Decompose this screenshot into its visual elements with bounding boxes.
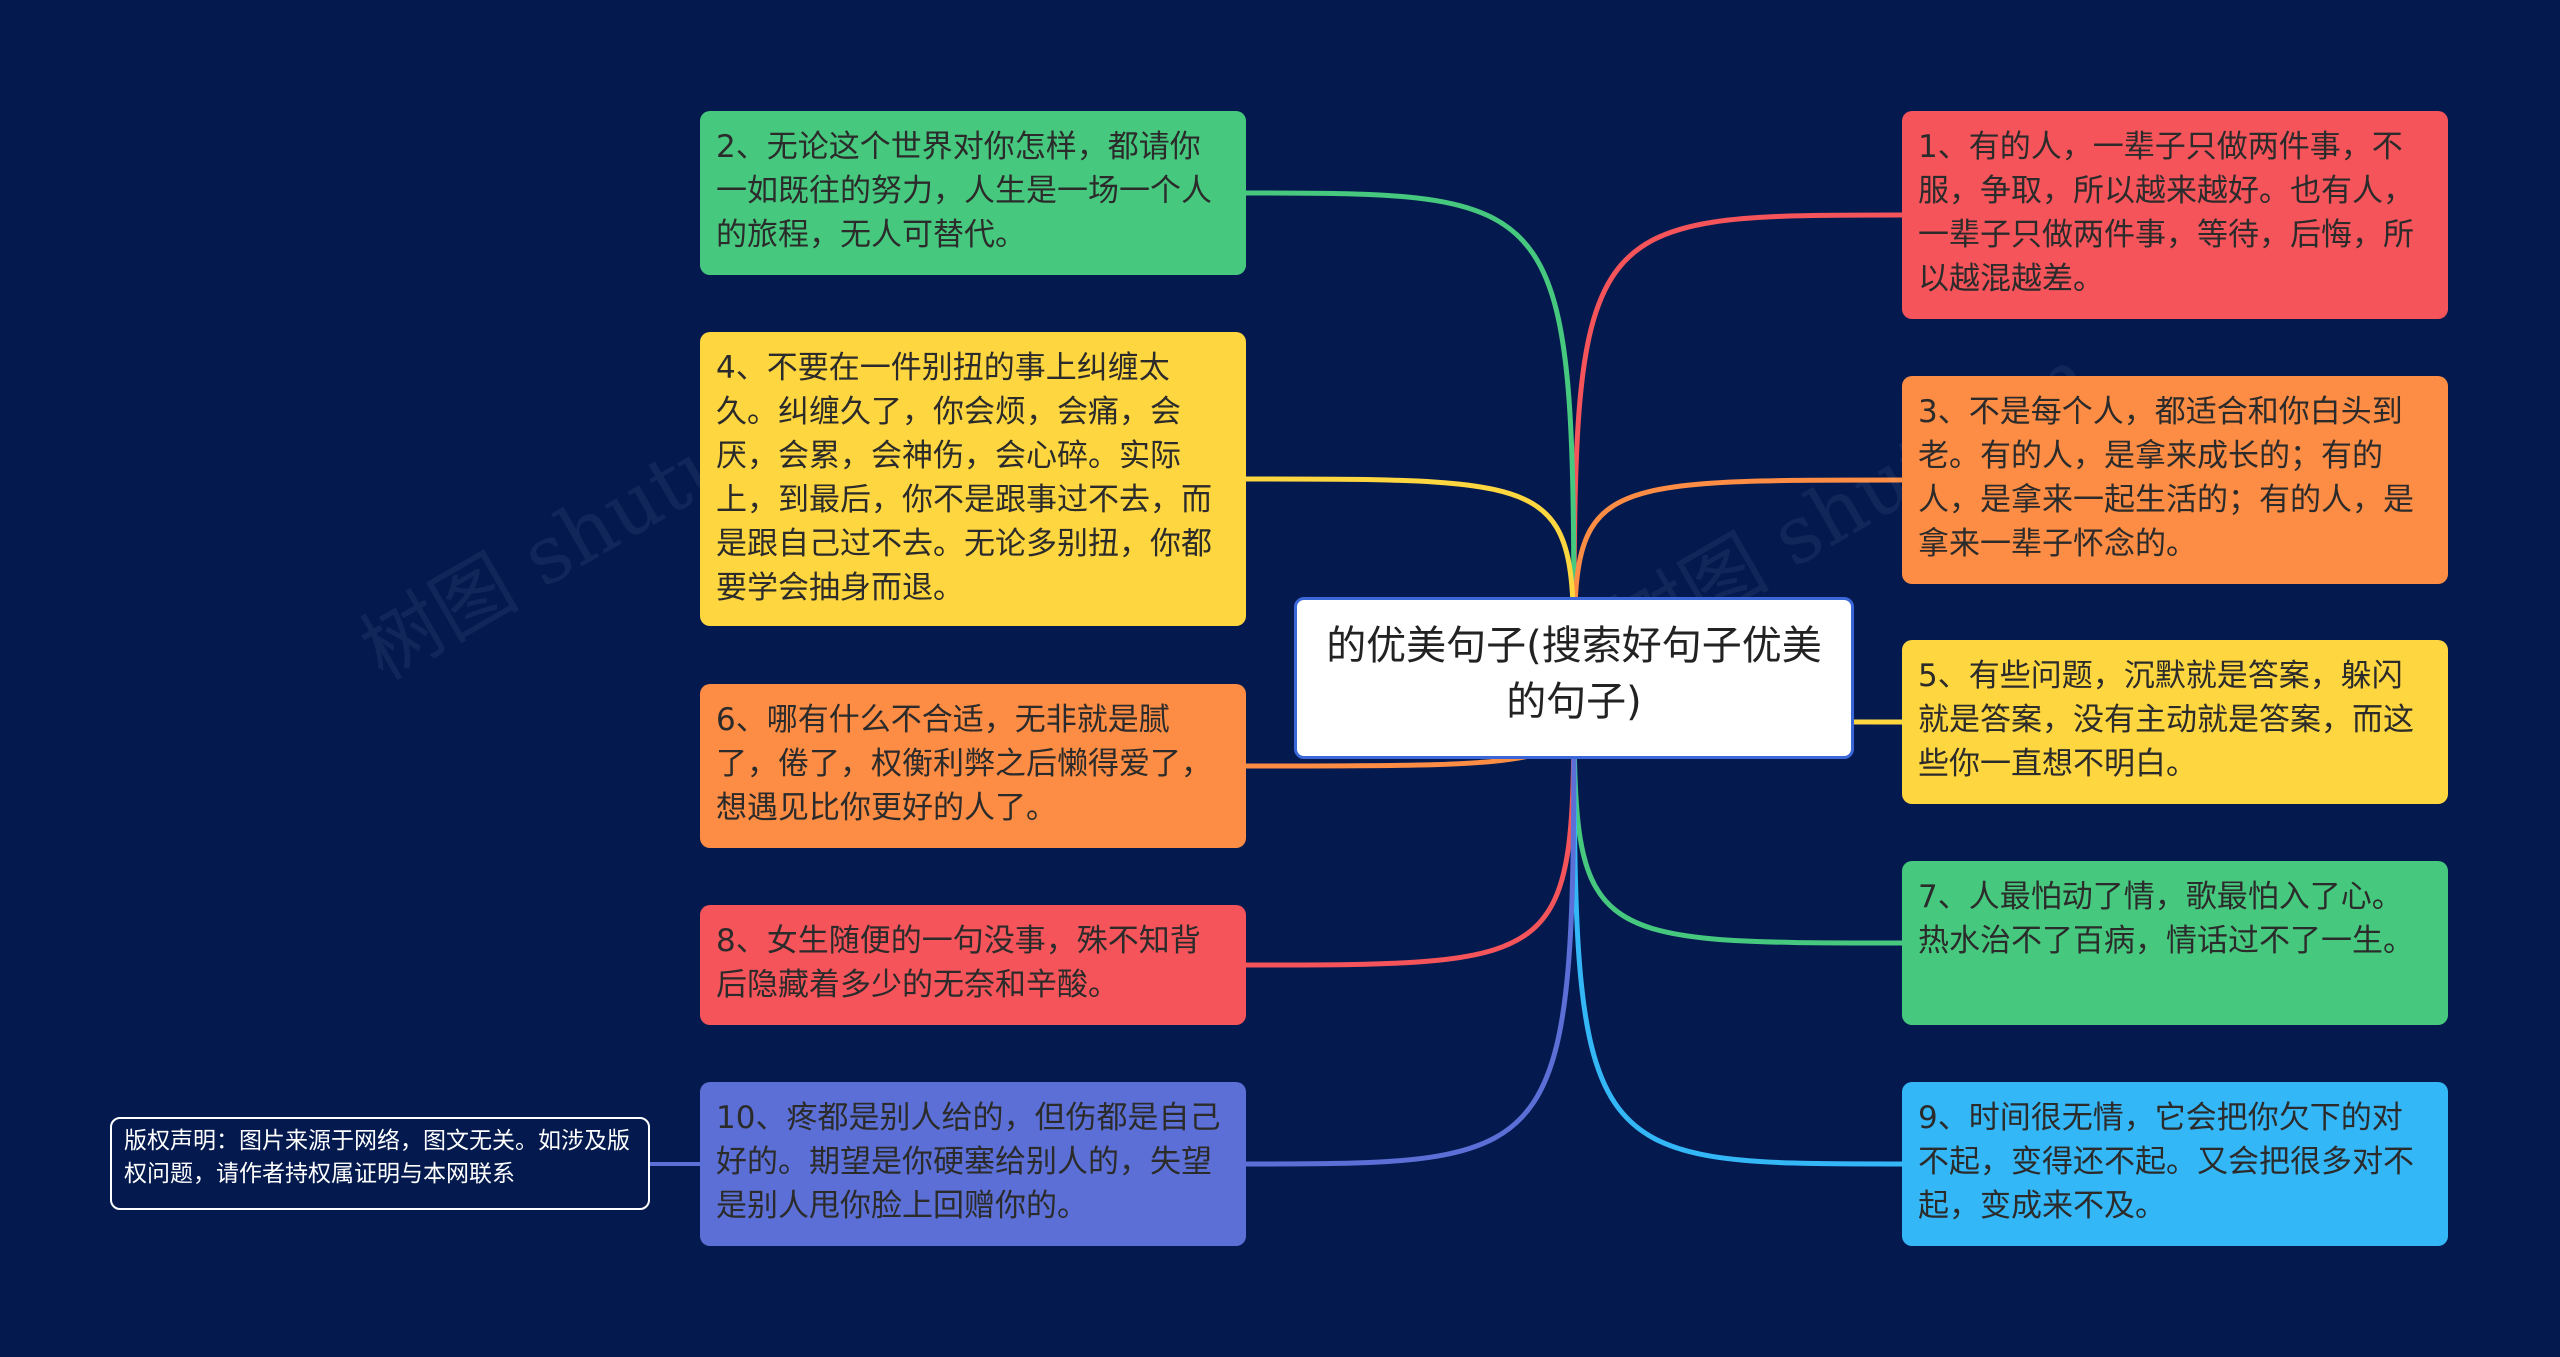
topic-text: 8、女生随便的一句没事，殊不知背后隐藏着多少的无奈和辛酸。: [716, 923, 1201, 1003]
topic-node-10[interactable]: 10、疼都是别人给的，但伤都是自己好的。期望是你硬塞给别人的，失望是别人甩你脸上…: [700, 1082, 1246, 1246]
topic-node-9[interactable]: 9、时间很无情，它会把你欠下的对不起，变得还不起。又会把很多对不起，变成来不及。: [1902, 1082, 2448, 1246]
topic-node-8[interactable]: 8、女生随便的一句没事，殊不知背后隐藏着多少的无奈和辛酸。: [700, 905, 1246, 1025]
copyright-note-text: 版权声明：图片来源于网络，图文无关。如涉及版权问题，请作者持权属证明与本网联系: [124, 1128, 630, 1187]
topic-text: 9、时间很无情，它会把你欠下的对不起，变得还不起。又会把很多对不起，变成来不及。: [1918, 1100, 2414, 1224]
central-topic-text: 的优美句子(搜索好句子优美的句子): [1326, 623, 1822, 725]
topic-text: 4、不要在一件别扭的事上纠缠太久。纠缠久了，你会烦，会痛，会厌，会累，会神伤，会…: [716, 350, 1212, 606]
central-topic[interactable]: 的优美句子(搜索好句子优美的句子): [1294, 597, 1854, 759]
topic-node-6[interactable]: 6、哪有什么不合适，无非就是腻了，倦了，权衡利弊之后懒得爱了，想遇见比你更好的人…: [700, 684, 1246, 848]
topic-node-1[interactable]: 1、有的人，一辈子只做两件事，不服，争取，所以越来越好。也有人，一辈子只做两件事…: [1902, 111, 2448, 319]
topic-text: 5、有些问题，沉默就是答案，躲闪就是答案，没有主动就是答案，而这些你一直想不明白…: [1918, 658, 2414, 782]
topic-text: 7、人最怕动了情，歌最怕入了心。热水治不了百病，情话过不了一生。: [1918, 879, 2414, 959]
topic-text: 3、不是每个人，都适合和你白头到老。有的人，是拿来成长的；有的人，是拿来一起生活…: [1918, 394, 2414, 562]
topic-node-2[interactable]: 2、无论这个世界对你怎样，都请你一如既往的努力，人生是一场一个人的旅程，无人可替…: [700, 111, 1246, 275]
copyright-note: 版权声明：图片来源于网络，图文无关。如涉及版权问题，请作者持权属证明与本网联系: [110, 1117, 650, 1210]
topic-text: 1、有的人，一辈子只做两件事，不服，争取，所以越来越好。也有人，一辈子只做两件事…: [1918, 129, 2414, 297]
topic-node-7[interactable]: 7、人最怕动了情，歌最怕入了心。热水治不了百病，情话过不了一生。: [1902, 861, 2448, 1025]
topic-text: 10、疼都是别人给的，但伤都是自己好的。期望是你硬塞给别人的，失望是别人甩你脸上…: [716, 1100, 1221, 1224]
topic-node-3[interactable]: 3、不是每个人，都适合和你白头到老。有的人，是拿来成长的；有的人，是拿来一起生活…: [1902, 376, 2448, 584]
topic-text: 6、哪有什么不合适，无非就是腻了，倦了，权衡利弊之后懒得爱了，想遇见比你更好的人…: [716, 702, 1212, 826]
connector-n2: [1243, 190, 1577, 681]
topic-text: 2、无论这个世界对你怎样，都请你一如既往的努力，人生是一场一个人的旅程，无人可替…: [716, 129, 1212, 253]
topic-node-4[interactable]: 4、不要在一件别扭的事上纠缠太久。纠缠久了，你会烦，会痛，会厌，会累，会神伤，会…: [700, 332, 1246, 626]
topic-node-5[interactable]: 5、有些问题，沉默就是答案，躲闪就是答案，没有主动就是答案，而这些你一直想不明白…: [1902, 640, 2448, 804]
connector-n10: [1243, 675, 1577, 1167]
